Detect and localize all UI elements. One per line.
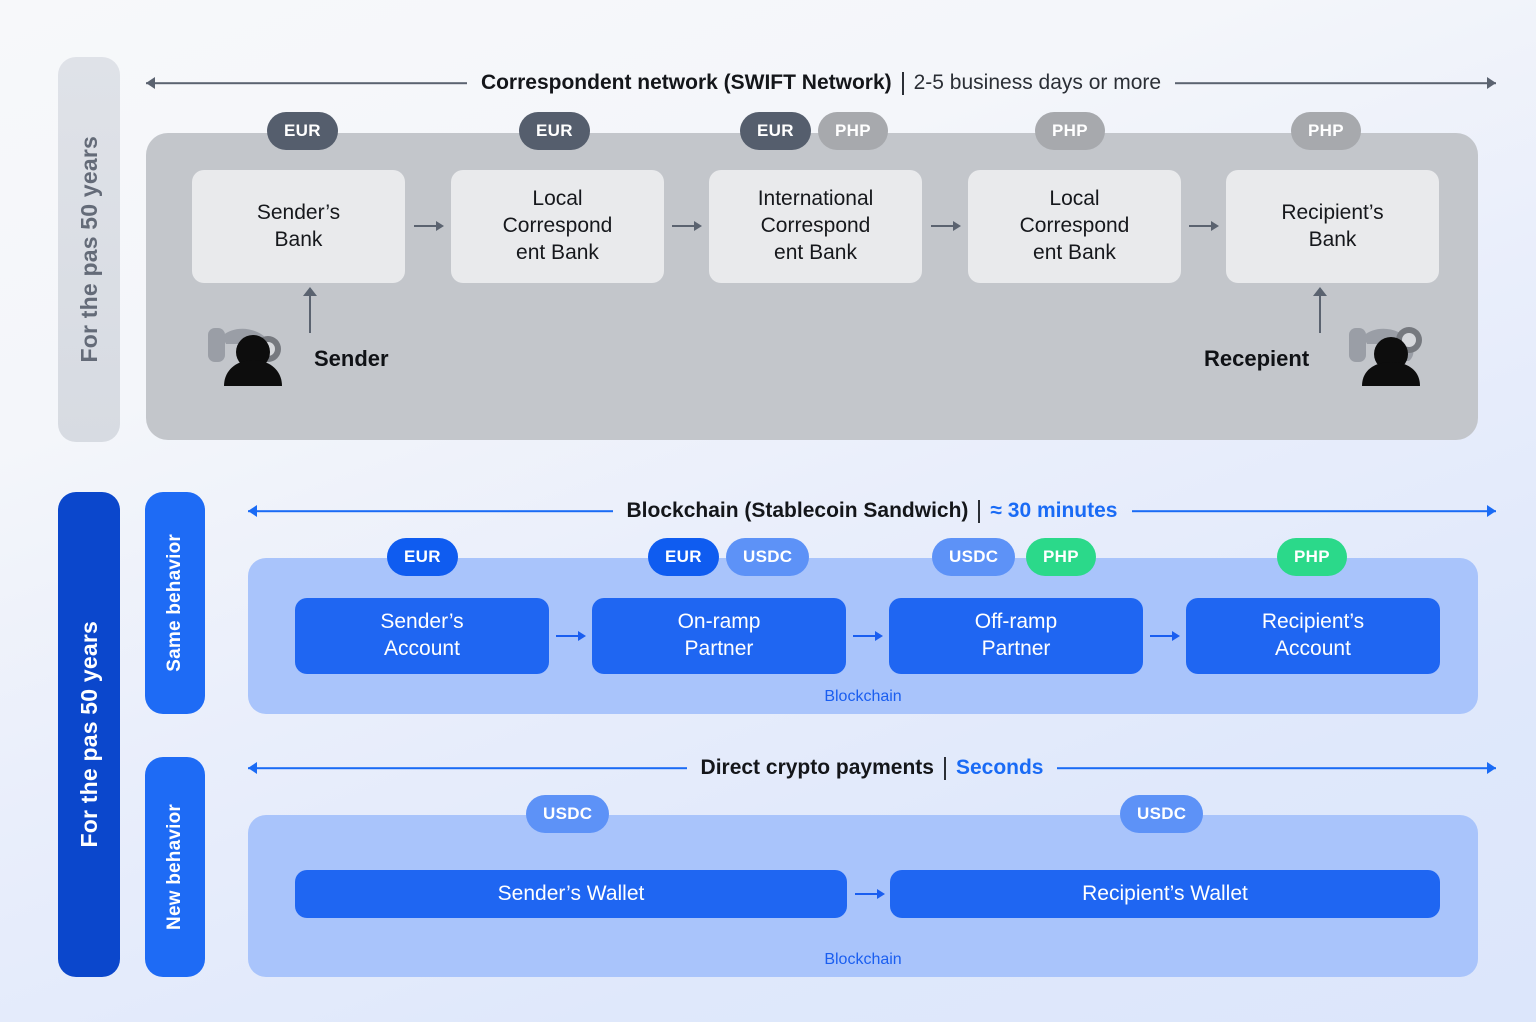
chip-currency-eur-chain-1: EUR xyxy=(387,538,458,576)
section-title-swift: Correspondent network (SWIFT Network) 2-… xyxy=(467,71,1175,95)
rail-new-behavior: New behavior xyxy=(145,757,205,977)
section-title-swift-text: Correspondent network (SWIFT Network) xyxy=(480,71,892,94)
chip-currency-php-3: PHP xyxy=(1291,112,1361,150)
section-header-swift: Correspondent network (SWIFT Network) 2-… xyxy=(146,66,1497,100)
arrow-left-direct xyxy=(248,767,687,769)
chip-currency-eur-2: EUR xyxy=(519,112,590,150)
section-title-blockchain: Blockchain (Stablecoin Sandwich) ≈ 30 mi… xyxy=(613,499,1132,523)
node-senders-wallet[interactable]: Sender’s Wallet xyxy=(295,870,847,918)
panel-caption-blockchain: Blockchain xyxy=(824,688,902,705)
rail-same-behavior-label: Same behavior xyxy=(164,534,185,672)
chip-currency-usdc-direct-2: USDC xyxy=(1120,795,1204,833)
chip-currency-usdc-direct-1: USDC xyxy=(526,795,610,833)
chip-currency-php-chain-1: PHP xyxy=(1026,538,1096,576)
person-with-coin-icon-recipient xyxy=(1347,318,1433,391)
flow-arrow-direct-1 xyxy=(855,887,885,901)
section-title-direct-text: Direct crypto payments xyxy=(700,756,934,779)
arrow-right-swift xyxy=(1175,82,1497,84)
section-timing-blockchain: ≈ 30 minutes xyxy=(990,499,1118,522)
flow-arrow-swift-4 xyxy=(1189,219,1219,233)
section-title-blockchain-text: Blockchain (Stablecoin Sandwich) xyxy=(626,499,969,522)
uparrow-sender-to-bank xyxy=(303,287,317,333)
flow-arrow-swift-2 xyxy=(672,219,702,233)
flow-arrow-chain-2 xyxy=(853,629,883,643)
rail-legacy-label: For the pas 50 years xyxy=(75,136,102,363)
rail-legacy-era: For the pas 50 years xyxy=(58,57,120,442)
flow-arrow-swift-1 xyxy=(414,219,444,233)
arrow-left-swift xyxy=(146,82,467,84)
flow-arrow-chain-1 xyxy=(556,629,586,643)
arrow-right-blockchain xyxy=(1131,510,1497,512)
chip-currency-eur-1: EUR xyxy=(267,112,338,150)
section-header-blockchain: Blockchain (Stablecoin Sandwich) ≈ 30 mi… xyxy=(248,494,1497,528)
chip-currency-usdc-chain-1: USDC xyxy=(726,538,810,576)
actor-label-sender: Sender xyxy=(314,346,389,371)
chip-currency-eur-chain-2: EUR xyxy=(648,538,719,576)
chip-currency-php-chain-2: PHP xyxy=(1277,538,1347,576)
arrow-left-blockchain xyxy=(248,510,613,512)
section-timing-direct: Seconds xyxy=(955,756,1044,779)
section-timing-swift: 2-5 business days or more xyxy=(913,71,1162,94)
uparrow-recipient-to-bank xyxy=(1313,287,1327,333)
title-separator xyxy=(901,71,904,95)
title-separator xyxy=(978,499,981,523)
node-recipients-wallet[interactable]: Recipient’s Wallet xyxy=(890,870,1440,918)
section-title-direct: Direct crypto payments Seconds xyxy=(687,756,1058,780)
section-header-direct-crypto: Direct crypto payments Seconds xyxy=(248,751,1497,785)
flow-arrow-swift-3 xyxy=(931,219,961,233)
chip-currency-php-1: PHP xyxy=(818,112,888,150)
actor-label-recipient: Recepient xyxy=(1204,346,1310,371)
chip-currency-php-2: PHP xyxy=(1035,112,1105,150)
rail-modern-label: For the pas 50 years xyxy=(75,621,102,848)
chip-currency-usdc-chain-2: USDC xyxy=(932,538,1016,576)
rail-modern-era: For the pas 50 years xyxy=(58,492,120,977)
rail-same-behavior: Same behavior xyxy=(145,492,205,714)
title-separator xyxy=(943,756,946,780)
rail-new-behavior-label: New behavior xyxy=(164,804,185,930)
chip-currency-eur-3: EUR xyxy=(740,112,811,150)
person-with-coin-icon-sender xyxy=(206,318,292,391)
panel-caption-direct: Blockchain xyxy=(824,951,902,968)
arrow-right-direct xyxy=(1057,767,1497,769)
flow-arrow-chain-3 xyxy=(1150,629,1180,643)
